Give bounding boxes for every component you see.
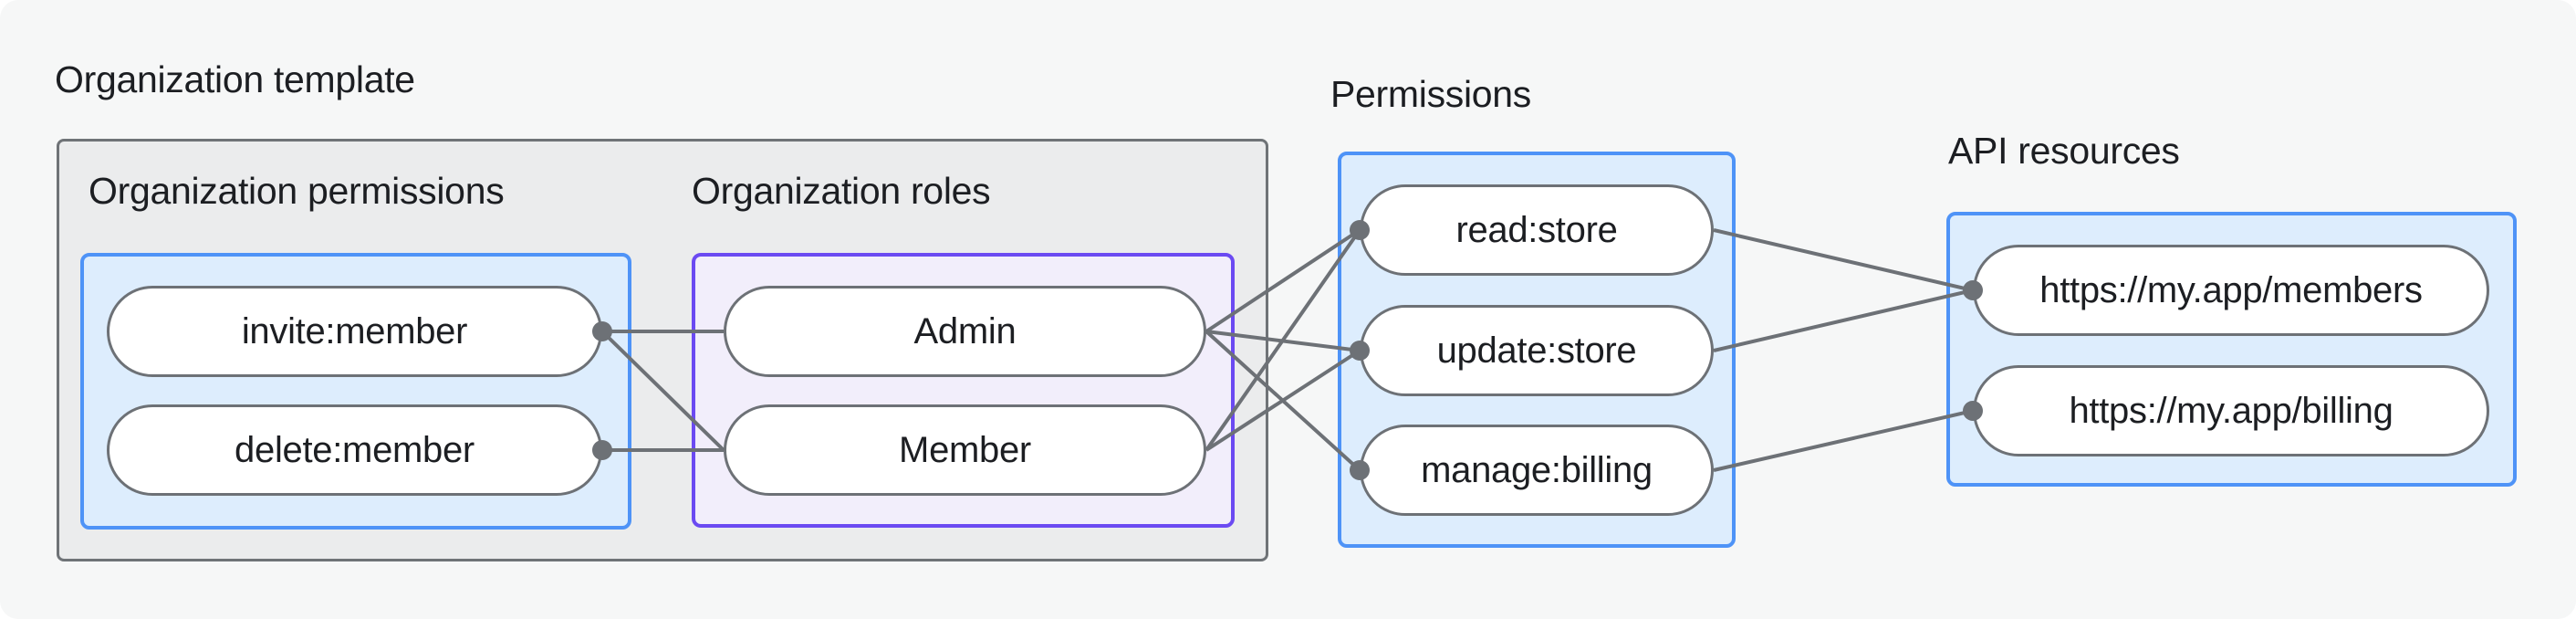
- organization-template-heading: Organization template: [55, 58, 415, 100]
- node-manage-billing: manage:billing: [1360, 425, 1714, 516]
- node-read-store: read:store: [1360, 184, 1714, 276]
- node-api-billing-url: https://my.app/billing: [1973, 365, 2489, 456]
- edge-read-to-members: [1713, 228, 1974, 292]
- node-member-role: Member: [724, 404, 1206, 496]
- permissions-heading: Permissions: [1330, 73, 1531, 115]
- organization-roles-heading: Organization roles: [692, 170, 991, 212]
- edge-manage-to-billing: [1713, 409, 1974, 472]
- organization-permissions-heading: Organization permissions: [89, 170, 505, 212]
- node-api-members-url: https://my.app/members: [1973, 245, 2489, 336]
- node-update-store: update:store: [1360, 305, 1714, 396]
- api-resources-heading: API resources: [1948, 130, 2180, 172]
- node-admin-role: Admin: [724, 286, 1206, 377]
- node-delete-member: delete:member: [107, 404, 602, 496]
- node-invite-member: invite:member: [107, 286, 602, 377]
- edge-update-to-members: [1713, 289, 1974, 352]
